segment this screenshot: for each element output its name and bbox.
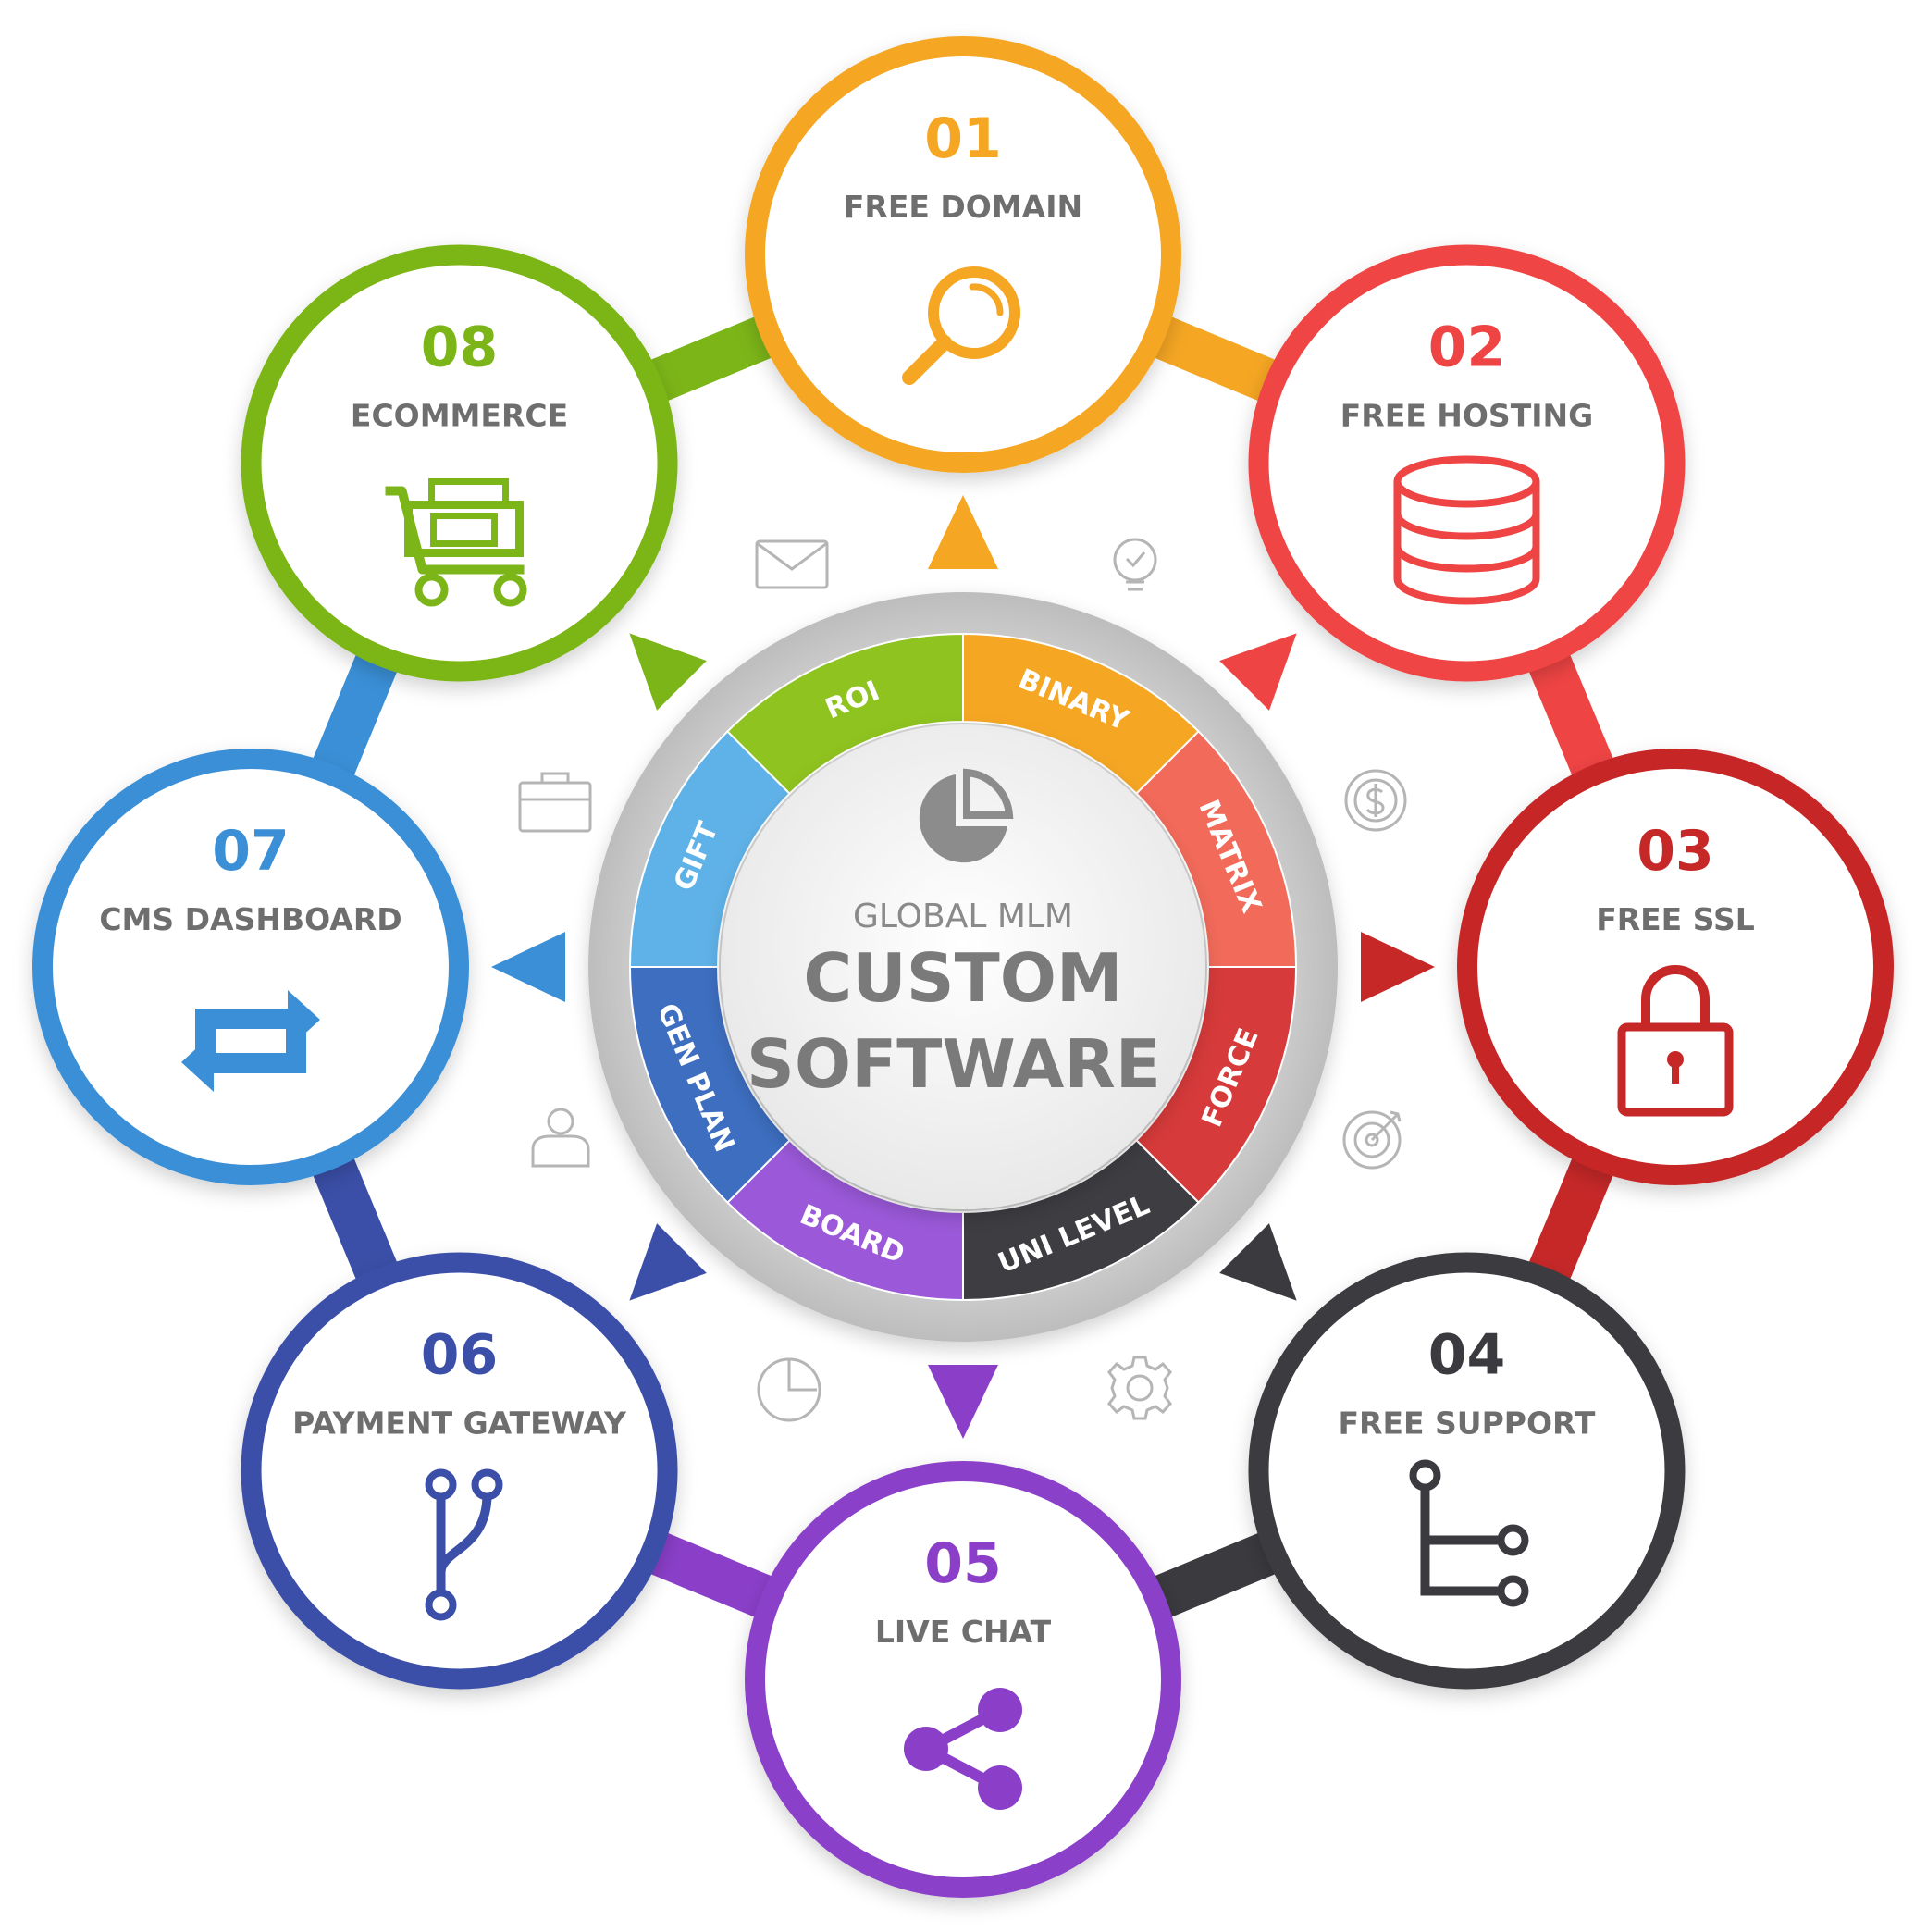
briefcase-icon [518,772,592,833]
flow-branch-icon [1409,1459,1529,1607]
node-label: FREE DOMAIN [844,189,1082,225]
decor-icons [518,538,1407,1422]
node-number: 03 [1637,819,1714,884]
arrow-08 [629,633,707,711]
node-number: 02 [1428,316,1506,380]
padlock-icon [1617,965,1734,1117]
gear-icon [1107,1356,1172,1420]
node-circle [32,749,469,1185]
shopping-cart-icon [385,478,527,607]
node-label: PAYMENT GATEWAY [292,1405,627,1441]
arrow-03 [1361,932,1435,1002]
pie-chart-icon [919,768,1014,863]
center-subtitle: GLOBAL MLM [853,898,1073,935]
envelope-icon [755,539,829,589]
clock-icon [757,1357,821,1422]
target-icon [1342,1110,1402,1170]
node-label: ECOMMERCE [351,398,568,434]
fork-icon [425,1468,503,1621]
node-circle [1248,1252,1686,1690]
node-circle [745,1461,1181,1898]
arrow-01 [928,495,998,569]
lightbulb-icon [1113,538,1157,591]
node-number: 05 [924,1531,1002,1596]
share-icon [904,1688,1022,1810]
node-circle [241,1252,678,1690]
center-title-line1: CUSTOM [803,939,1122,1017]
arrow-07 [491,932,565,1002]
node-circle [241,244,678,682]
node-number: 06 [421,1322,499,1387]
node-number: 07 [212,819,290,884]
node-circle [745,36,1181,473]
center-title-line2: SOFTWARE [747,1025,1161,1103]
segment-roi [726,632,964,796]
node-number: 08 [421,316,499,380]
arrow-05 [928,1365,998,1439]
repeat-icon [181,990,320,1092]
arrow-06 [629,1223,707,1301]
node-number: 04 [1428,1322,1506,1387]
database-icon [1393,455,1540,605]
arrow-04 [1219,1223,1297,1301]
user-icon [531,1108,590,1168]
node-label: LIVE CHAT [875,1614,1052,1650]
magnifier-icon [902,266,1020,385]
node-label: FREE SUPPORT [1338,1405,1595,1441]
node-label: FREE HOSTING [1340,398,1593,434]
hub-inner-disc [721,724,1205,1209]
dollar-coin-icon [1344,769,1407,832]
node-label: CMS DASHBOARD [99,901,401,937]
arrow-02 [1219,633,1297,711]
node-number: 01 [924,106,1002,171]
node-label: FREE SSL [1596,901,1755,937]
